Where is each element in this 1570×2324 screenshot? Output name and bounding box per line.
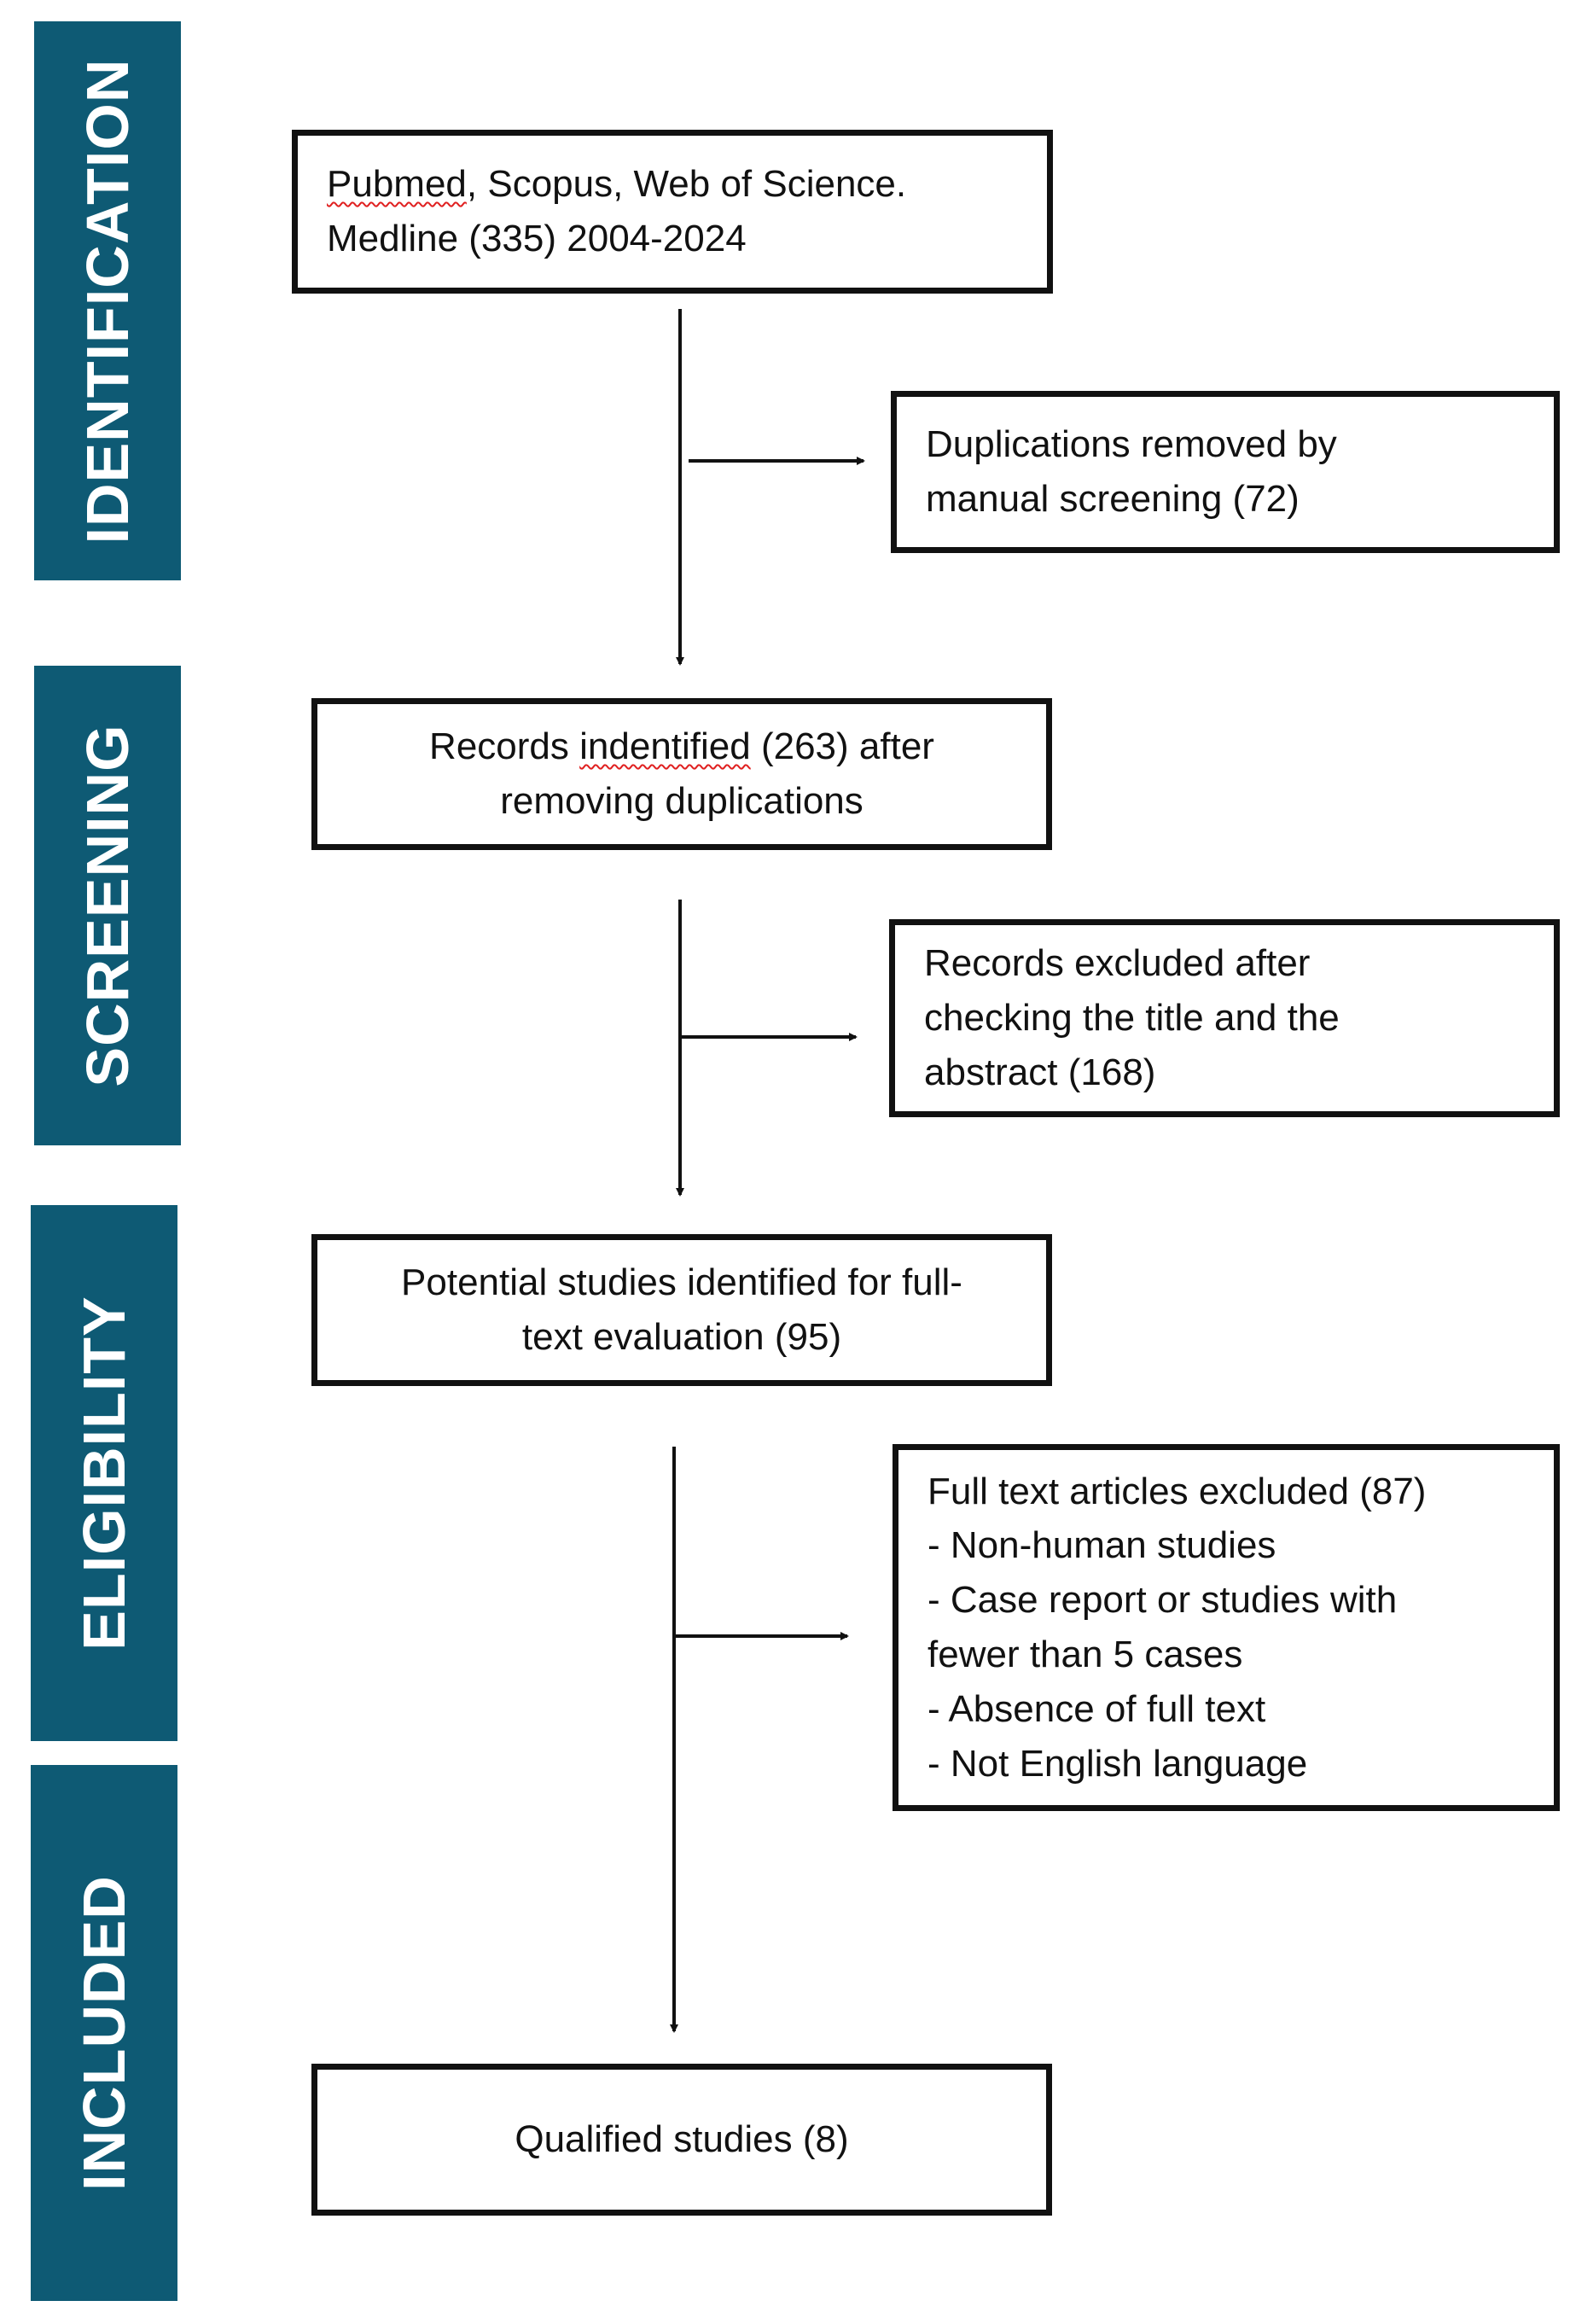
fulltext-line6: - Not English language [927,1742,1308,1785]
fulltext-line2: - Non-human studies [927,1524,1276,1567]
fulltext-line3: - Case report or studies with [927,1579,1398,1622]
search-box-first-word: Pubmed [327,163,467,206]
search-databases-box: Pubmed, Scopus, Web of Science. Medline … [292,130,1053,294]
excluded-title-line2: checking the title and the [924,997,1340,1040]
records-misspelled-word: indentified [579,725,751,768]
potential-line2: text evaluation (95) [521,1316,842,1358]
qualified-studies-box: Qualified studies (8) [311,2064,1052,2216]
duplicates-line1: Duplications removed by [926,423,1337,466]
stage-band-included: INCLUDED [31,1765,177,2301]
excluded-title-line3: abstract (168) [924,1051,1156,1093]
stage-band-screening: SCREENING [34,666,181,1145]
potential-studies-box: Potential studies identified for full- t… [311,1234,1052,1386]
potential-line1: Potential studies identified for full- [401,1261,962,1304]
stage-band-eligibility: ELIGIBILITY [31,1205,177,1741]
excluded-title-line1: Records excluded after [924,942,1311,985]
records-line1-pre: Records [429,725,580,768]
duplicates-line2: manual screening (72) [926,478,1300,520]
fulltext-excluded-box: Full text articles excluded (87) - Non-h… [893,1444,1560,1811]
stage-band-identification: IDENTIFICATION [34,21,181,580]
records-line2: removing duplications [500,780,864,822]
fulltext-line1: Full text articles excluded (87) [927,1470,1427,1512]
records-identified-box: Records indentified (263) after removing… [311,698,1052,850]
records-excluded-box: Records excluded after checking the titl… [889,919,1560,1117]
search-box-line1-rest: , Scopus, Web of Science. [466,163,907,206]
records-line1-post: (263) after [750,725,934,768]
fulltext-line5: - Absence of full text [927,1687,1266,1730]
duplicates-removed-box: Duplications removed by manual screening… [891,391,1560,553]
fulltext-line4: fewer than 5 cases [927,1634,1243,1675]
qualified-line1: Qualified studies (8) [515,2118,849,2161]
search-box-line2: Medline (335) 2004-2024 [327,218,747,259]
